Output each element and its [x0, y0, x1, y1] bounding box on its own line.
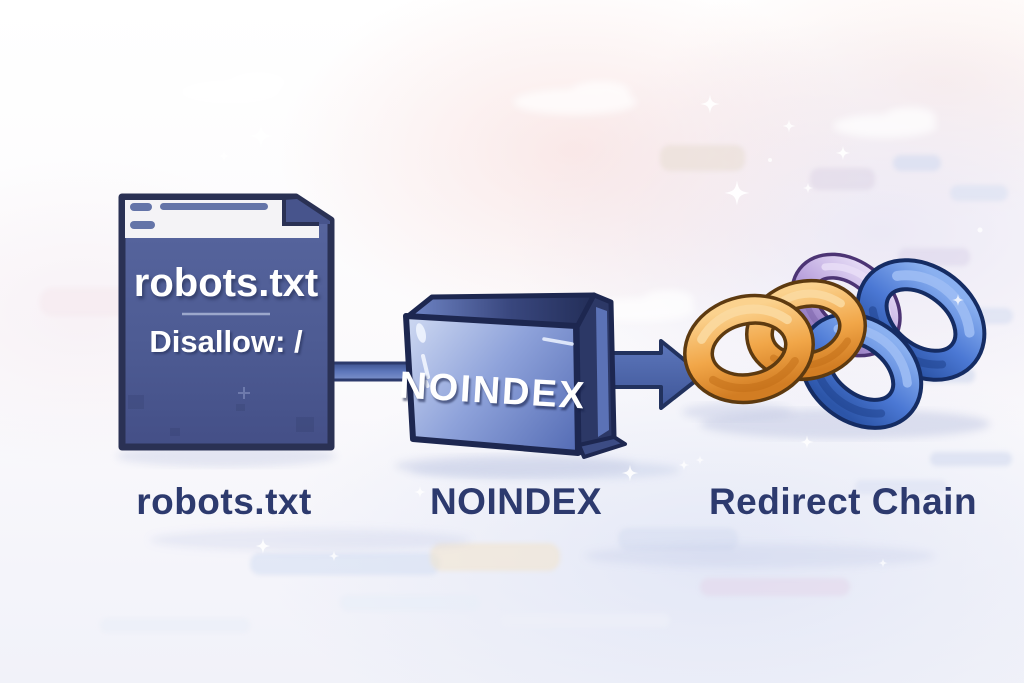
box-bottom-face: [577, 435, 627, 459]
header-line: [160, 203, 268, 210]
caption-robots-txt: robots.txt: [136, 481, 312, 522]
caption-redirect-chain: Redirect Chain: [708, 481, 978, 522]
box-right-wall-inner: [596, 307, 609, 437]
caption-noindex: NOINDEX: [429, 481, 603, 522]
flow-arrow-icon: [606, 339, 705, 410]
document-rule-text: Disallow: /: [149, 324, 303, 359]
redirect-chain-icon: [682, 252, 990, 439]
noindex-tag-icon: NOINDEX: [395, 292, 635, 477]
sparkle-icons: [218, 94, 983, 568]
folded-corner: [284, 199, 330, 224]
robots-txt-file-icon: robots.txt Disallow: /: [116, 193, 336, 467]
document-plus-sparkle: [238, 387, 250, 399]
box-highlights: [416, 323, 574, 388]
box-front-panel: [403, 313, 581, 456]
header-dash: [130, 203, 152, 211]
document-speckles: [128, 395, 314, 436]
header-dash: [130, 221, 155, 229]
document-filename-text: robots.txt: [134, 261, 318, 305]
